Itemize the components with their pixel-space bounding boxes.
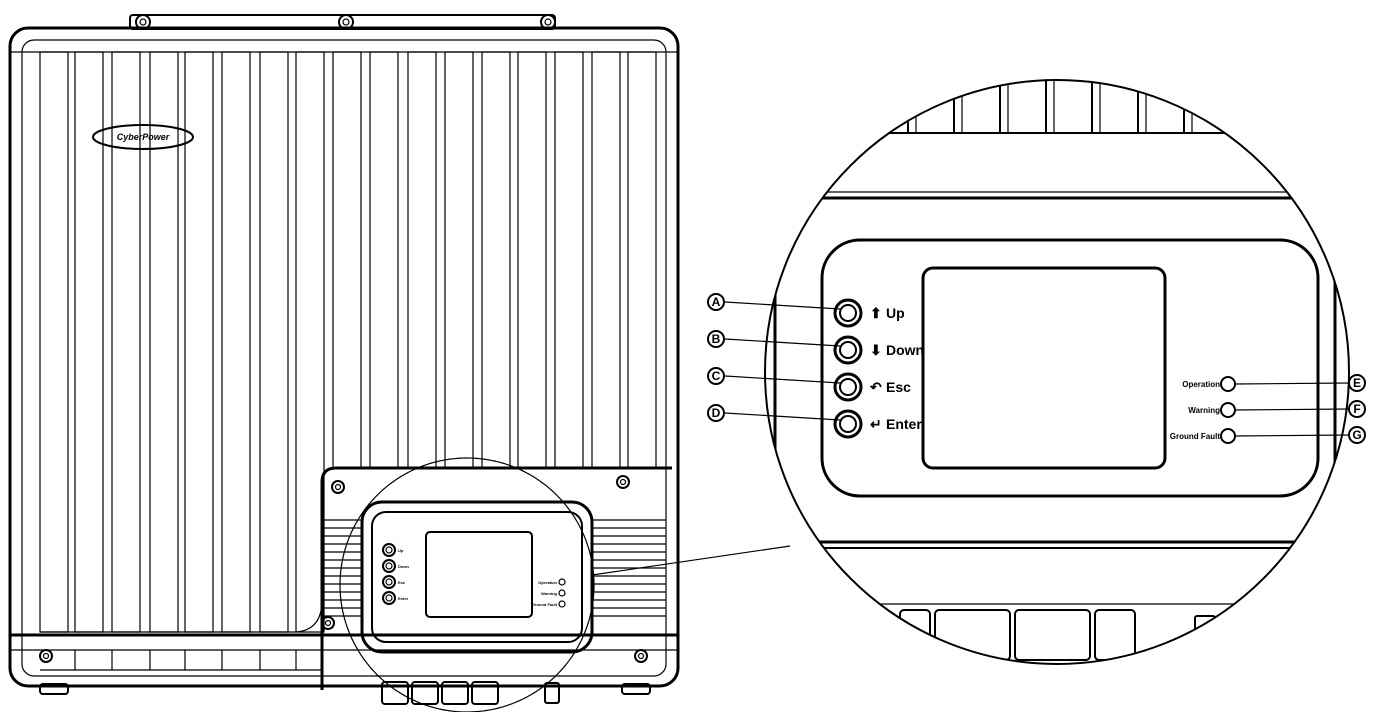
mini-enter-button: Enter [382,591,409,605]
mini-ground-fault-label: Ground Fault [532,602,558,607]
mini-down-button: Down [382,559,409,573]
enter-button-label: Enter [886,416,922,432]
heat-sink-fin [295,51,325,633]
mini-down-label: Down [398,564,409,569]
enter-icon: ↵ [870,416,882,432]
callout-F-label: F [1353,402,1360,416]
arrow-up-icon: ⬆ [870,305,882,321]
callout-E: E [1234,374,1366,392]
zoomed-control-panel: ⬆Up A ⬇Down B ↶Esc C ↵Enter D Operation E Warning… [707,79,1366,665]
heat-sink-fin [407,51,437,469]
callout-B-label: B [712,332,721,346]
zoom-source-circle [339,457,595,712]
heat-sink-fin [481,51,511,469]
heat-sink-fin [517,51,547,469]
mini-esc-button: Esc [382,575,406,589]
inverter-unit: CyberPower [8,14,791,712]
heat-sink-fin [591,51,621,469]
callout-C-label: C [712,369,721,383]
callout-A: A [707,293,841,311]
lcd-screen [921,266,1167,470]
heat-sink-fin [332,51,362,469]
return-arrow-icon: ↶ [869,379,882,395]
callout-D: D [707,404,841,422]
esc-button-label: Esc [886,379,911,395]
mini-operation-led: Operation [538,578,566,586]
zoom-circle [764,79,1350,665]
mini-up-button: Up [382,543,404,557]
callout-C: C [707,367,841,385]
heat-sink-fins [39,51,657,671]
brand-logo-text: CyberPower [117,132,170,142]
heat-sink-fin [184,51,214,633]
cable-glands [381,681,560,705]
mini-warning-led: Warning [541,589,566,597]
control-panel-housing [39,466,672,695]
callout-G: G [1234,426,1366,444]
heat-sink-fin [444,51,474,469]
heat-sink-fin [259,51,289,633]
mini-ground-fault-led: Ground Fault [532,600,566,608]
ground-fault-led: Ground Fault [1170,428,1236,444]
heat-sink-fin [369,51,399,469]
down-button[interactable]: ⬇Down [833,335,924,365]
operation-led: Operation [1182,376,1236,392]
up-button[interactable]: ⬆Up [833,298,905,328]
mini-operation-label: Operation [538,580,557,585]
inverter-housing [8,26,680,688]
callout-B: B [707,330,841,348]
mini-enter-label: Enter [398,596,409,601]
down-button-label: Down [886,342,924,358]
panel-bezel [820,238,1320,498]
callout-D-label: D [712,406,721,420]
mini-lcd-screen [425,531,533,618]
mini-up-label: Up [398,548,404,553]
callout-A-label: A [712,295,721,309]
ground-fault-led-label: Ground Fault [1170,432,1221,441]
heat-sink-fin [627,51,657,469]
warning-led-label: Warning [1188,406,1220,415]
callout-E-label: E [1353,376,1361,390]
esc-button[interactable]: ↶Esc [833,372,911,402]
callout-G-label: G [1352,428,1361,442]
heat-sink-fin [74,51,104,633]
warning-led: Warning [1188,402,1236,418]
heat-sink-fin [554,51,584,469]
callout-F: F [1234,400,1366,418]
brand-logo: CyberPower [92,124,194,150]
enter-button[interactable]: ↵Enter [833,409,922,439]
mini-esc-label: Esc [398,580,406,585]
zoom-connector-line [591,545,791,576]
heat-sink-fin [39,51,69,633]
inverter-inner-frame [21,39,667,677]
mini-warning-label: Warning [541,591,557,596]
heat-sink-fin [221,51,251,633]
up-button-label: Up [886,305,905,321]
arrow-down-icon: ⬇ [870,342,882,358]
operation-led-label: Operation [1182,380,1220,389]
